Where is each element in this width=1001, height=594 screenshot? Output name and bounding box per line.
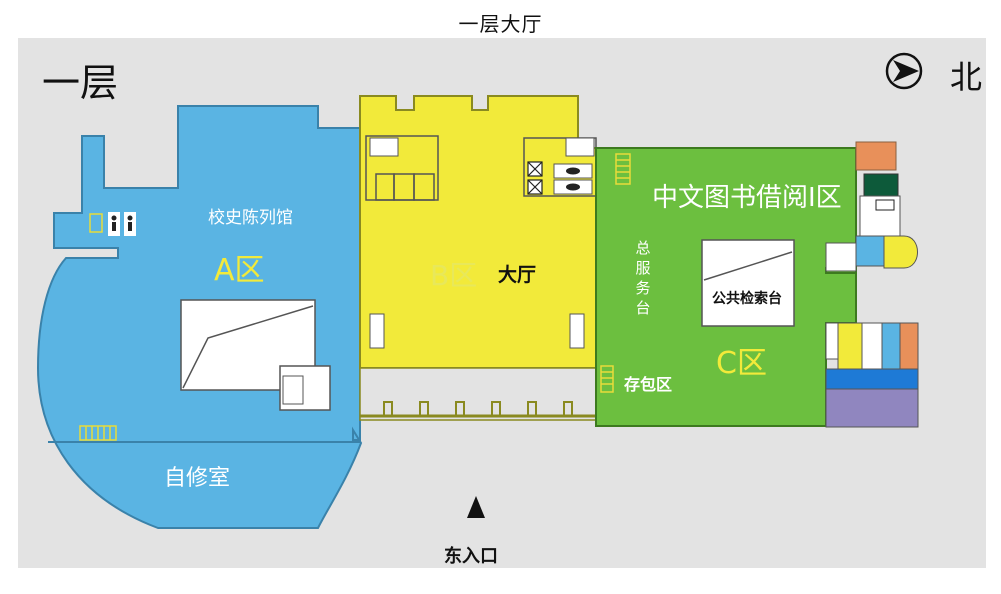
restroom-icon <box>553 163 593 195</box>
zone-b-area <box>359 95 597 369</box>
stairs-icon <box>369 137 595 349</box>
floor-plan-drawing <box>36 52 923 529</box>
compass-arrow-icon <box>885 52 923 90</box>
page-title: 一层大厅 <box>458 12 543 36</box>
school-history-museum-label: 校史陈列馆 <box>208 208 293 228</box>
entrance-arrow-icon <box>467 496 485 518</box>
floor-map <box>18 38 986 568</box>
elevator-icon <box>527 161 543 195</box>
study-room-label: 自修室 <box>164 466 231 491</box>
restroom-icon <box>875 199 895 211</box>
stairs-icon <box>79 425 117 441</box>
hall-label: 大厅 <box>498 264 537 286</box>
chinese-library-label: 中文图书借阅Ⅰ区 <box>652 183 842 213</box>
service-desk-label: 总服务台 <box>635 239 651 317</box>
public-search-desk-label: 公共检索台 <box>712 291 782 307</box>
stairs-icon <box>282 375 304 405</box>
zone-b-label: B区 <box>430 259 478 292</box>
zone-a-label: A区 <box>214 253 265 288</box>
bag-storage-label: 存包区 <box>624 375 673 394</box>
east-entrance-label: 东入口 <box>444 546 498 567</box>
north-label: 北 <box>950 58 983 96</box>
zone-c-label: C区 <box>716 346 767 381</box>
stairs-icon <box>600 153 631 393</box>
restroom-icon <box>89 212 136 236</box>
floor-label: 一层 <box>42 61 119 105</box>
